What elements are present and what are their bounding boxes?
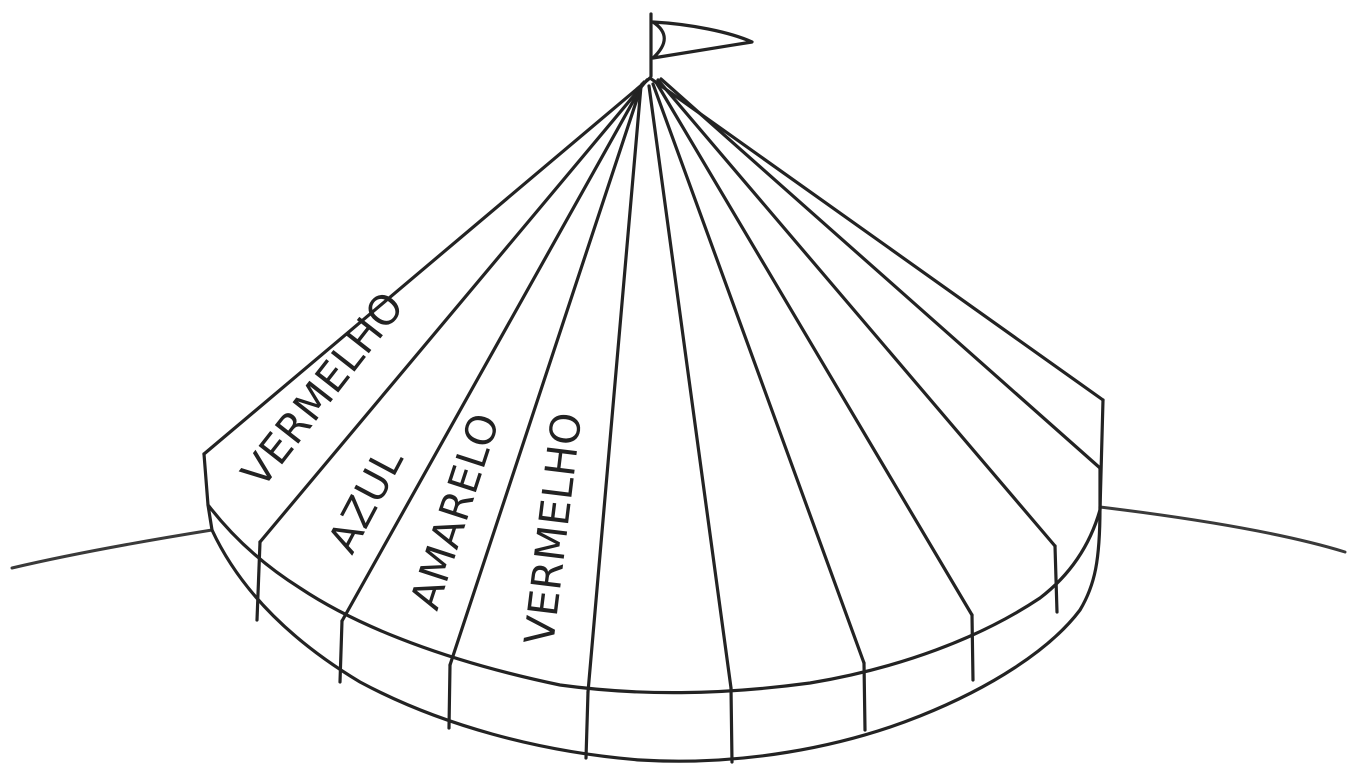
- roof-right-edge: [650, 78, 1103, 400]
- ground-line-left: [12, 530, 212, 568]
- flag-icon: [651, 14, 752, 76]
- ground-line-right: [1100, 507, 1345, 552]
- stripe-label-4: VERMELHO: [515, 409, 591, 647]
- stripe-label-3: AMARELO: [401, 407, 509, 615]
- stripe-label-2: AZUL: [318, 440, 412, 561]
- roof-seams: [260, 79, 1100, 692]
